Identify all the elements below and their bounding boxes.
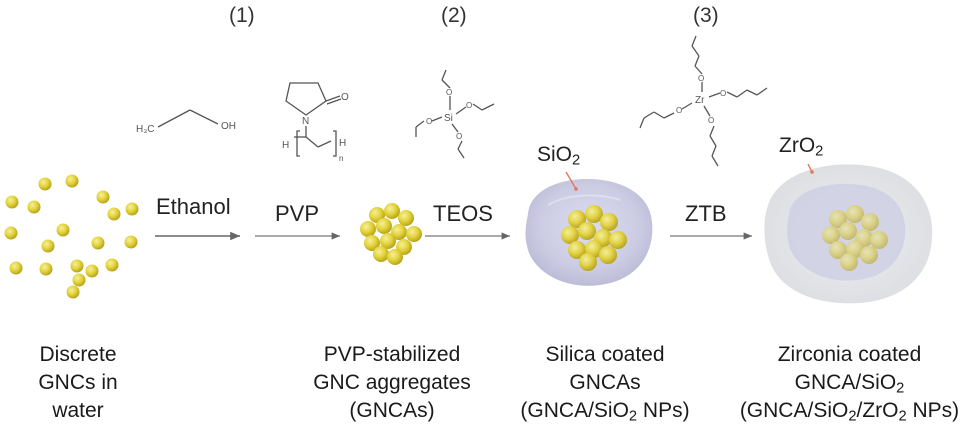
ztb-structure: Zr O O O O xyxy=(639,35,768,167)
gnc-aggregate xyxy=(360,203,422,265)
svg-text:O: O xyxy=(676,106,682,115)
step-3-label: (3) xyxy=(693,4,719,27)
caption-silica-coated: Silica coated GNCAs (GNCA/SiO2 NPs) xyxy=(520,343,690,425)
svg-text:Zr: Zr xyxy=(695,95,705,106)
zirconia-shell-label: ZrO2 xyxy=(779,134,824,160)
reagent-teos: TEOS xyxy=(433,201,493,226)
silica-coated-particle xyxy=(525,171,653,286)
svg-text:O: O xyxy=(698,74,704,83)
reagent-ztb: ZTB xyxy=(685,201,727,226)
silica-shell-label: SiO2 xyxy=(537,143,581,169)
svg-text:O: O xyxy=(426,117,432,126)
svg-text:H: H xyxy=(282,140,289,151)
svg-text:N: N xyxy=(302,116,309,127)
ethanol-structure: H₃C OH xyxy=(136,109,236,135)
svg-text:O: O xyxy=(341,92,349,103)
zirconia-coated-particle xyxy=(764,163,933,304)
svg-text:O: O xyxy=(446,88,452,97)
svg-text:OH: OH xyxy=(221,121,236,132)
discrete-gnc-particles xyxy=(4,174,139,299)
teos-structure: Si O O O O xyxy=(415,69,495,159)
svg-text:O: O xyxy=(466,101,472,110)
step-1-label: (1) xyxy=(229,4,255,27)
reagent-ethanol: Ethanol xyxy=(156,194,231,219)
svg-text:O: O xyxy=(720,89,726,98)
svg-text:O: O xyxy=(708,116,714,125)
svg-text:H: H xyxy=(339,138,346,149)
pvp-structure: O N H H n xyxy=(282,82,349,163)
svg-text:H₃C: H₃C xyxy=(136,124,155,135)
caption-discrete-gncs: Discrete GNCs in water xyxy=(38,343,118,422)
caption-pvp-stabilized: PVP-stabilized GNC aggregates (GNCAs) xyxy=(313,343,471,422)
svg-text:O: O xyxy=(456,132,462,141)
caption-zirconia-coated: Zirconia coated GNCA/SiO2 (GNCA/SiO2/ZrO… xyxy=(739,343,960,425)
svg-text:n: n xyxy=(339,154,343,163)
silica-pointer xyxy=(565,171,577,190)
step-2-label: (2) xyxy=(441,4,467,27)
svg-text:Si: Si xyxy=(444,113,453,124)
reagent-pvp: PVP xyxy=(275,201,320,226)
